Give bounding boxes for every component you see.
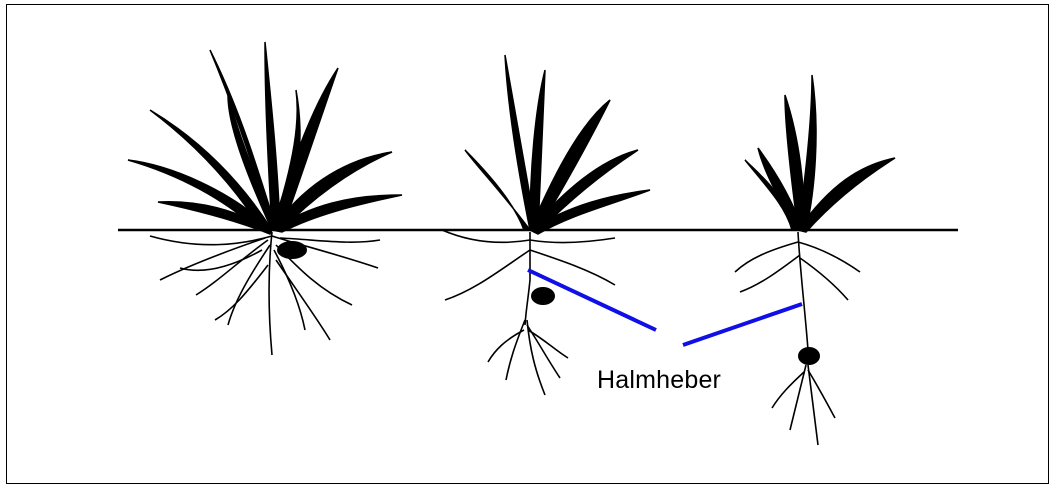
plant-3-seed [798, 347, 820, 365]
halmheber-label: Halmheber [597, 366, 721, 395]
plant-3 [735, 75, 895, 445]
plant-1-roots [150, 232, 380, 355]
plant-1-leaves [128, 42, 402, 234]
pointer-line-right [683, 304, 802, 345]
plant-2-roots [442, 230, 615, 395]
plant-2 [442, 55, 650, 395]
plant-3-roots [735, 232, 860, 445]
plant-1 [128, 42, 402, 355]
plant-3-leaves [745, 75, 895, 232]
plant-2-seed [531, 287, 555, 305]
plant-2-leaves [465, 55, 650, 234]
